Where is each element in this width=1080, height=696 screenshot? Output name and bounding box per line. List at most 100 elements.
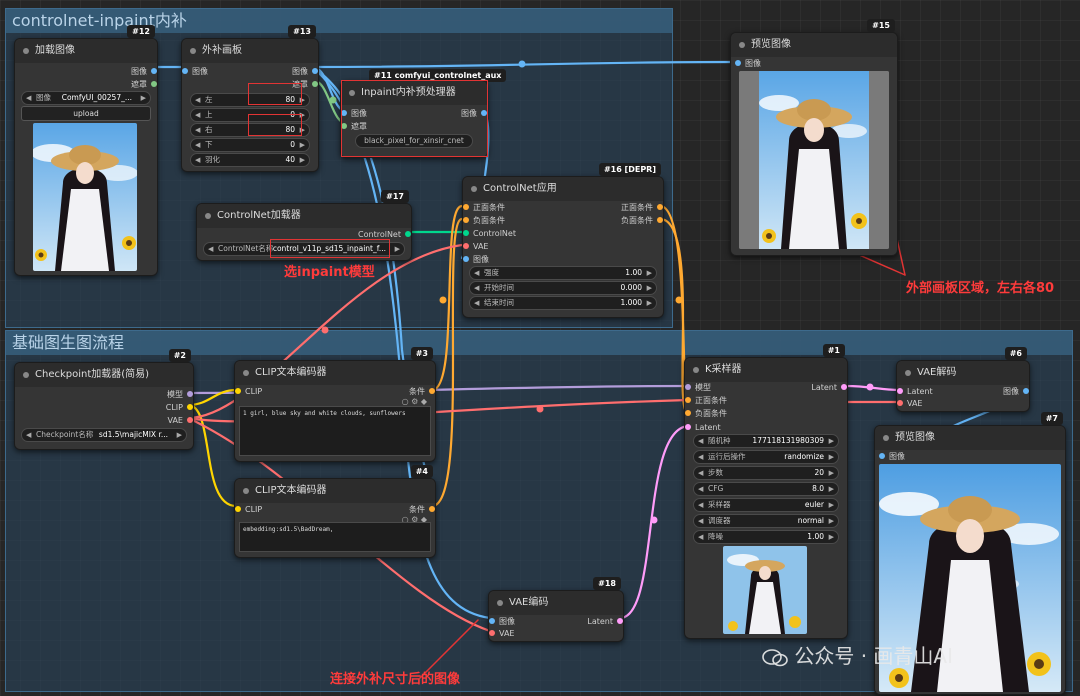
node-inpaint-preprocessor[interactable]: #11 comfyui_controlnet_aux Inpaint内补预处理器… (340, 69, 507, 158)
increment-icon[interactable]: ▶ (828, 533, 834, 541)
input-image[interactable]: 图像 (182, 66, 208, 77)
increment-icon[interactable]: ▶ (299, 126, 305, 134)
node-controlnet-apply[interactable]: #16 [DEPR] ControlNet应用 正面条件 负面条件 Contro… (462, 163, 664, 318)
output-conditioning[interactable]: 条件 (409, 386, 435, 397)
input-image[interactable]: 图像 (879, 451, 905, 462)
increment-icon[interactable]: ▶ (646, 269, 652, 277)
model-socket[interactable] (685, 384, 691, 390)
input-negative[interactable]: 负面条件 (463, 215, 505, 226)
input-image[interactable]: 图像 (489, 616, 515, 627)
latent-socket[interactable] (841, 384, 847, 390)
vae-socket[interactable] (489, 630, 495, 636)
image-socket[interactable] (341, 110, 347, 116)
conditioning-socket[interactable] (429, 506, 435, 512)
arrow-right-icon[interactable]: ▶ (828, 501, 834, 509)
input-clip[interactable]: CLIP (235, 386, 262, 397)
conditioning-socket[interactable] (685, 410, 691, 416)
node-preview-image-7[interactable]: #7 预览图像 图像 (874, 412, 1066, 695)
preset-widget[interactable]: black_pixel_for_xinsir_cnet (355, 134, 473, 148)
model-socket[interactable] (187, 391, 193, 397)
node-title[interactable]: 预览图像 (731, 33, 897, 57)
input-image[interactable]: 图像 (735, 58, 761, 69)
decrement-icon[interactable]: ◀ (698, 485, 704, 493)
image-socket[interactable] (879, 453, 885, 459)
input-positive[interactable]: 正面条件 (463, 202, 505, 213)
mask-socket[interactable] (312, 81, 318, 87)
input-mask[interactable]: 遮罩 (341, 121, 367, 132)
arrow-left-icon[interactable]: ◀ (26, 431, 32, 439)
node-vae-encode[interactable]: #18 VAE编码 图像 VAE Latent (488, 577, 624, 642)
latent-socket[interactable] (897, 388, 903, 394)
node-checkpoint-loader[interactable]: #2 Checkpoint加载器(简易) 模型 CLIP VAE ◀Checkp… (14, 349, 194, 450)
input-negative[interactable]: 负面条件 (685, 408, 727, 419)
decrement-icon[interactable]: ◀ (474, 284, 480, 292)
input-vae[interactable]: VAE (489, 628, 515, 639)
output-model[interactable]: 模型 (167, 389, 193, 400)
increment-icon[interactable]: ▶ (299, 141, 305, 149)
prompt-textarea[interactable]: 1 girl, blue sky and white clouds, sunfl… (239, 406, 431, 456)
clip-socket[interactable] (235, 506, 241, 512)
decrement-icon[interactable]: ◀ (195, 126, 201, 134)
increment-icon[interactable]: ▶ (828, 437, 834, 445)
image-socket[interactable] (735, 60, 741, 66)
group-title[interactable]: 基础图生图流程 (6, 331, 1072, 355)
upload-button[interactable]: upload (21, 106, 151, 121)
conditioning-socket[interactable] (429, 388, 435, 394)
node-title[interactable]: K采样器 (685, 358, 847, 382)
vae-socket[interactable] (897, 400, 903, 406)
input-latent[interactable]: Latent (685, 422, 721, 433)
conditioning-socket[interactable] (463, 217, 469, 223)
conditioning-socket[interactable] (657, 204, 663, 210)
decrement-icon[interactable]: ◀ (195, 156, 201, 164)
input-controlnet[interactable]: ControlNet (463, 228, 516, 239)
image-socket[interactable] (182, 68, 188, 74)
node-title[interactable]: 外补画板 (182, 39, 318, 63)
increment-icon[interactable]: ▶ (299, 96, 305, 104)
output-conditioning[interactable]: 条件 (409, 504, 435, 515)
output-image[interactable]: 图像 (461, 108, 487, 119)
node-title[interactable]: 预览图像 (875, 426, 1065, 450)
arrow-left-icon[interactable]: ◀ (26, 94, 32, 102)
arrow-right-icon[interactable]: ▶ (828, 517, 834, 525)
image-socket[interactable] (1023, 388, 1029, 394)
image-socket[interactable] (151, 68, 157, 74)
input-vae[interactable]: VAE (463, 241, 489, 252)
arrow-left-icon[interactable]: ◀ (698, 501, 704, 509)
text-tools-icon[interactable]: ○ ⚙ ◆ (401, 397, 427, 406)
decrement-icon[interactable]: ◀ (698, 469, 704, 477)
decrement-icon[interactable]: ◀ (698, 533, 704, 541)
controlnet-socket[interactable] (463, 230, 469, 236)
conditioning-socket[interactable] (657, 217, 663, 223)
decrement-icon[interactable]: ◀ (195, 96, 201, 104)
node-title[interactable]: VAE编码 (489, 591, 623, 615)
input-vae[interactable]: VAE (897, 398, 923, 409)
node-controlnet-loader[interactable]: #17 ControlNet加载器 ControlNet ◀ControlNet… (196, 190, 412, 261)
node-clip-text-encode-negative[interactable]: #4 CLIP文本编码器 CLIP 条件 ○ ⚙ ◆ embedding:sd1… (234, 465, 436, 558)
group-title[interactable]: controlnet-inpaint内补 (6, 9, 672, 33)
output-vae[interactable]: VAE (168, 415, 193, 426)
output-negative[interactable]: 负面条件 (621, 215, 663, 226)
increment-icon[interactable]: ▶ (646, 299, 652, 307)
image-socket[interactable] (489, 618, 495, 624)
vae-socket[interactable] (463, 243, 469, 249)
output-mask[interactable]: 遮罩 (292, 79, 318, 90)
decrement-icon[interactable]: ◀ (195, 141, 201, 149)
node-title[interactable]: CLIP文本编码器 (235, 361, 435, 385)
node-title[interactable]: ControlNet应用 (463, 177, 663, 201)
arrow-right-icon[interactable]: ▶ (176, 431, 182, 439)
increment-icon[interactable]: ▶ (299, 111, 305, 119)
